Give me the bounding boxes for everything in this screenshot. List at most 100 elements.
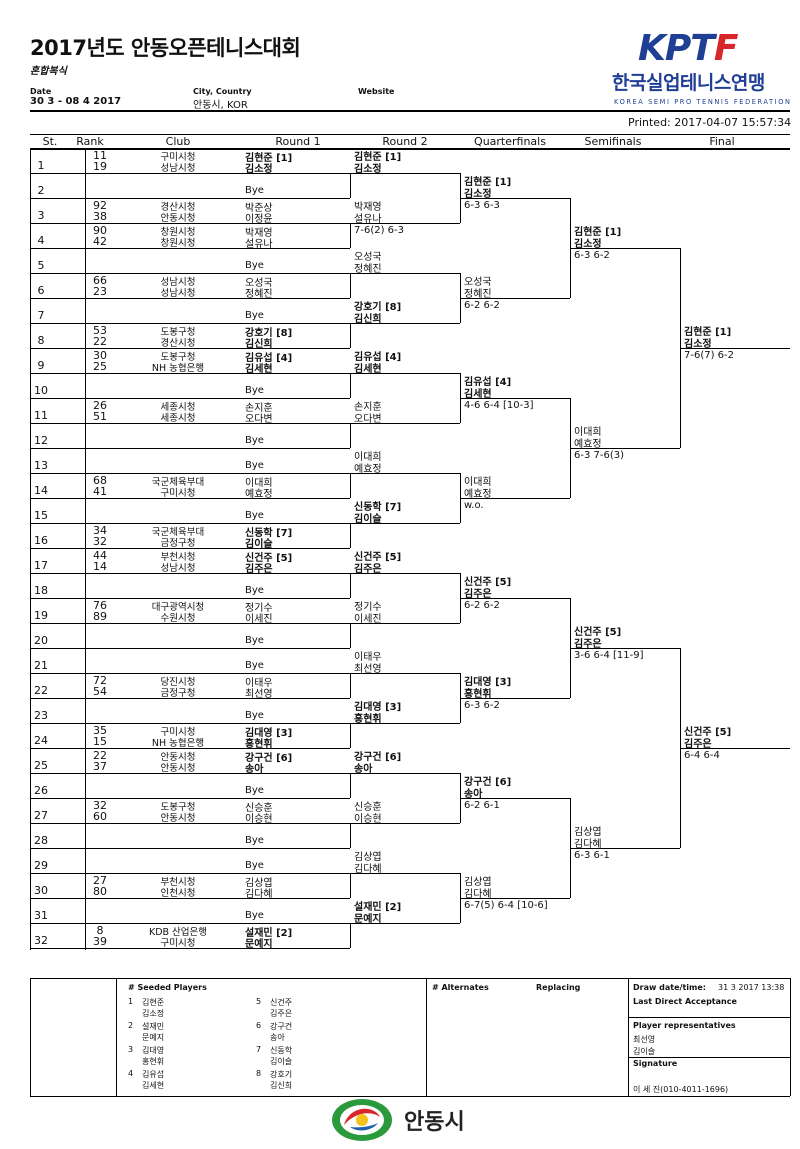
draw-number: 10 xyxy=(34,384,48,397)
club-2: 수원시청 xyxy=(160,613,196,624)
table-row xyxy=(30,773,350,774)
winner-name-1: 김현준 [1] xyxy=(464,177,512,188)
draw-number: 19 xyxy=(34,609,48,622)
club-1: 도봉구청 xyxy=(160,352,196,363)
match-line xyxy=(350,473,460,474)
player-1: 김현준 [1] xyxy=(245,153,293,164)
rank-1: 90 xyxy=(93,224,107,237)
footer-top-rule xyxy=(30,978,790,979)
draw-number: 20 xyxy=(34,634,48,647)
winner-name-1: 김현준 [1] xyxy=(354,152,402,163)
winner-name-2: 김다혜 xyxy=(574,839,602,850)
table-row xyxy=(30,323,350,324)
seed-player-2: 김소정 xyxy=(142,1009,165,1018)
match-score: 6-7(5) 6-4 [10-6] xyxy=(464,900,548,911)
club-1: 세종시청 xyxy=(160,402,196,413)
winner-name-2: 홍현휘 xyxy=(354,714,382,725)
club-1: 안동시청 xyxy=(160,752,196,763)
rank-2: 60 xyxy=(93,810,107,823)
rank-2: 89 xyxy=(93,610,107,623)
match-line xyxy=(350,873,460,874)
player-2: 이승현 xyxy=(245,814,273,825)
seed-player-1: 강구건 xyxy=(270,1022,293,1031)
rank-1: 8 xyxy=(96,924,104,937)
winner-name-1: 박재영 xyxy=(354,202,382,213)
rank-1: 35 xyxy=(93,724,107,737)
club-2: 성남시청 xyxy=(160,563,196,574)
player-2: 김이슬 xyxy=(245,539,273,550)
draw-number: 6 xyxy=(37,284,45,297)
match-line xyxy=(350,423,460,424)
player-2: Bye xyxy=(245,510,264,521)
player-1: 설재민 [2] xyxy=(245,928,293,939)
winner-name-2: 김소정 xyxy=(574,239,602,250)
kptf-logo: KPTF xyxy=(638,28,738,69)
winner-name-1: 김현준 [1] xyxy=(684,327,732,338)
table-row xyxy=(30,748,350,749)
player-2: Bye xyxy=(245,835,264,846)
club-1: 도봉구청 xyxy=(160,327,196,338)
match-score: 6-2 6-2 xyxy=(464,300,500,311)
draw-number: 32 xyxy=(34,934,48,947)
winner-name-2: 김세현 xyxy=(464,389,492,400)
column-header: Round 1 xyxy=(275,135,321,148)
club-1: 구미시청 xyxy=(160,727,196,738)
draw-number: 18 xyxy=(34,584,48,597)
player-1: 김상엽 xyxy=(245,878,273,889)
table-row xyxy=(30,398,350,399)
page-title: 2017년도 안동오픈테니스대회 xyxy=(30,36,301,60)
date-value: 30 3 - 08 4 2017 xyxy=(30,96,122,107)
match-score: 6-3 6-2 xyxy=(464,700,500,711)
rank-1: 26 xyxy=(93,399,107,412)
column-header: Semifinals xyxy=(584,135,642,148)
rank-2: 32 xyxy=(93,535,107,548)
seed-player-1: 김대영 xyxy=(142,1046,165,1055)
rank-2: 22 xyxy=(93,335,107,348)
winner-name-1: 신건주 [5] xyxy=(574,627,622,638)
player-rep-1: 최선영 xyxy=(633,1035,656,1044)
column-header: Quarterfinals xyxy=(474,135,546,148)
match-line xyxy=(570,248,680,249)
winner-name-2: 최선영 xyxy=(354,664,382,675)
winner-name-1: 김현준 [1] xyxy=(574,227,622,238)
match-line xyxy=(570,448,680,449)
match-line xyxy=(460,798,570,799)
player-2: Bye xyxy=(245,435,264,446)
match-score: 6-2 6-1 xyxy=(464,800,500,811)
seeded-players-title: # Seeded Players xyxy=(128,983,207,992)
seed-player-2: 김세현 xyxy=(142,1081,165,1090)
match-line xyxy=(350,223,460,224)
winner-name-2: 김다혜 xyxy=(464,889,492,900)
andong-city-logo-icon xyxy=(332,1099,392,1141)
seed-player-1: 신건주 xyxy=(270,998,293,1007)
club-2: 안동시청 xyxy=(160,213,196,224)
match-score: 7-6(2) 6-3 xyxy=(354,225,405,236)
match-score: 6-3 6-2 xyxy=(574,250,610,261)
seed-player-1: 김현준 xyxy=(142,998,165,1007)
winner-name-2: 김소정 xyxy=(464,189,492,200)
last-direct-acceptance: Last Direct Acceptance xyxy=(633,997,737,1006)
club-2: 안동시청 xyxy=(160,813,196,824)
player-2: 정혜진 xyxy=(245,289,273,300)
alternates-title: # Alternates xyxy=(432,983,489,992)
match-line xyxy=(350,373,460,374)
website-label: Website xyxy=(358,87,395,96)
seed-player-2: 김신희 xyxy=(270,1081,293,1090)
player-2: Bye xyxy=(245,660,264,671)
draw-number: 4 xyxy=(37,234,45,247)
seed-number: 6 xyxy=(256,1021,262,1030)
player-2: 김신희 xyxy=(245,339,273,350)
winner-name-1: 강구건 [6] xyxy=(354,752,402,763)
winner-name-2: 예효정 xyxy=(464,489,492,500)
club-2: 금정구청 xyxy=(160,538,196,549)
signature-value: 이 세 진(010-4011-1696) xyxy=(633,1085,729,1094)
match-score: 3-6 6-4 [11-9] xyxy=(574,650,644,661)
table-row xyxy=(30,273,350,274)
match-line xyxy=(350,323,460,324)
player-1: 강호기 [8] xyxy=(245,328,293,339)
match-score: w.o. xyxy=(464,500,484,511)
player-2: Bye xyxy=(245,460,264,471)
match-score: 6-3 6-3 xyxy=(464,200,500,211)
rank-1: 32 xyxy=(93,799,107,812)
rank-2: 37 xyxy=(93,760,107,773)
